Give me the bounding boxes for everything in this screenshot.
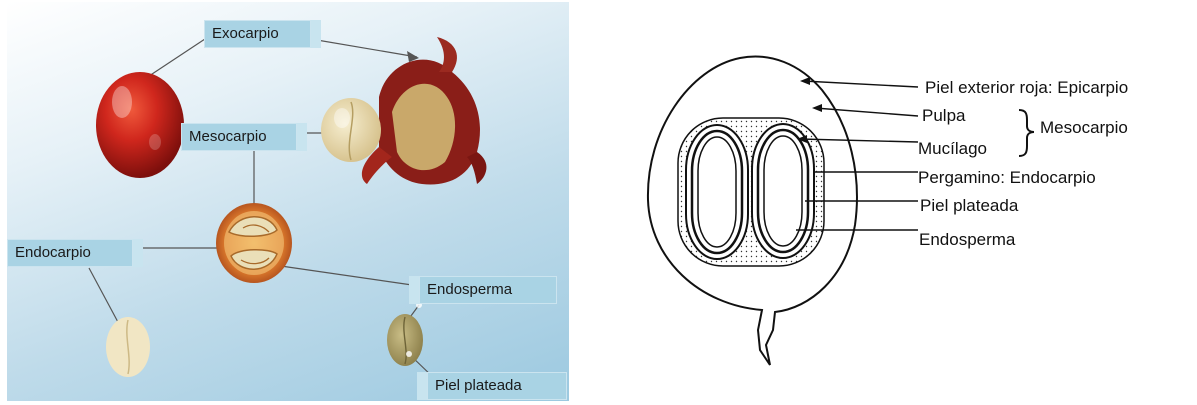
label-pulpa: Pulpa [922, 106, 965, 126]
label-endosperma-diagram: Endosperma [919, 230, 1015, 250]
label-pergamino: Pergamino: Endocarpio [918, 168, 1096, 188]
right-bean [752, 124, 814, 258]
label-epicarpio: Piel exterior roja: Epicarpio [925, 78, 1128, 98]
left-bean [686, 125, 748, 259]
label-piel-plateada-diagram: Piel plateada [920, 196, 1018, 216]
label-mucilago: Mucílago [918, 139, 987, 159]
label-mesocarpio-group: Mesocarpio [1040, 118, 1128, 138]
mesocarpio-brace [1019, 110, 1034, 156]
